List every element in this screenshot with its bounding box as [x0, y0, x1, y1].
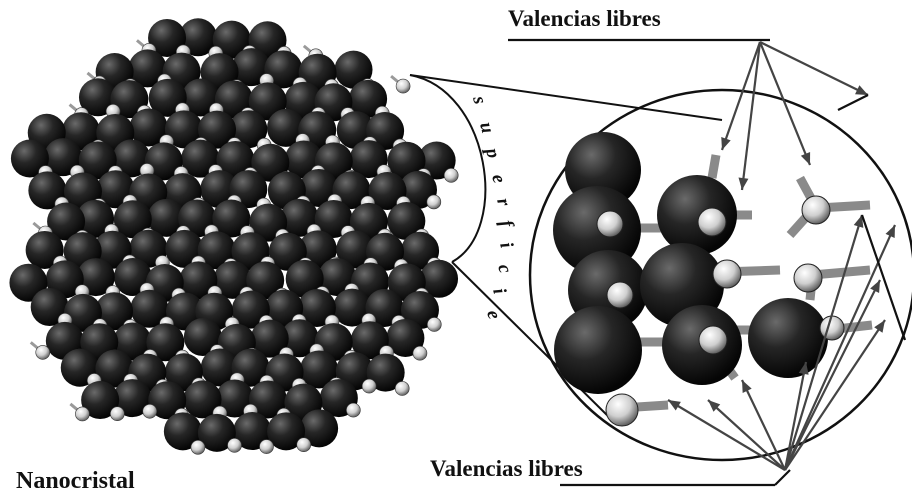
- small-atom: [802, 196, 830, 224]
- surface-letter: s: [468, 93, 490, 107]
- nanocrystal-label: Nanocristal: [16, 468, 135, 495]
- cluster-small-atom: [191, 440, 205, 454]
- small-atom: [794, 264, 822, 292]
- valence-arrow: [760, 42, 868, 95]
- cluster-small-atom: [143, 404, 157, 418]
- bond: [712, 155, 716, 178]
- cluster-small-atom: [427, 317, 441, 331]
- nanocrystal-cluster: [9, 18, 458, 454]
- small-atom: [607, 282, 633, 308]
- cluster-small-atom: [413, 346, 427, 360]
- bond: [800, 178, 812, 200]
- surface-letter: p: [481, 144, 504, 161]
- cluster-small-atom: [297, 438, 311, 452]
- small-atom: [820, 316, 844, 340]
- leader-line: [775, 470, 790, 485]
- small-atom: [698, 208, 726, 236]
- arrow-head: [721, 137, 730, 150]
- cluster-small-atom: [228, 438, 242, 452]
- surface-letter: f: [495, 218, 517, 231]
- arrow-head: [874, 320, 885, 333]
- surface-letter: c: [493, 262, 516, 276]
- cluster-small-atom: [362, 379, 376, 393]
- surface-letter: i: [495, 240, 517, 251]
- cluster-small-atom: [444, 168, 458, 182]
- small-atom: [699, 326, 727, 354]
- surface-letter: u: [475, 120, 498, 136]
- surface-letter: e: [482, 308, 505, 322]
- free-valences-bottom-label: Valencias libres: [430, 456, 583, 482]
- arrow-head: [801, 152, 810, 165]
- small-atom: [597, 211, 623, 237]
- large-atom: [554, 306, 642, 394]
- cluster-small-atom: [346, 403, 360, 417]
- arrow-head: [668, 400, 681, 410]
- surface-letter: i: [488, 286, 510, 297]
- leader-line: [838, 95, 868, 110]
- cluster-small-atom: [36, 345, 50, 359]
- cluster-small-atom: [110, 407, 124, 421]
- cluster-small-atom: [75, 407, 89, 421]
- large-atom: [657, 175, 737, 255]
- free-valences-top-label: Valencias libres: [508, 6, 661, 32]
- arrow-head: [738, 177, 748, 190]
- cluster-small-atom: [396, 79, 410, 93]
- zoom-line-top: [410, 75, 722, 120]
- cluster-small-atom: [427, 195, 441, 209]
- small-atom: [606, 394, 638, 426]
- cluster-small-atom: [395, 381, 409, 395]
- surface-letter: e: [487, 172, 510, 186]
- small-atom: [713, 260, 741, 288]
- surface-letter: r: [492, 196, 514, 209]
- cluster-small-atom: [260, 440, 274, 454]
- valence-arrow: [760, 42, 810, 165]
- valence-arrow: [742, 42, 760, 190]
